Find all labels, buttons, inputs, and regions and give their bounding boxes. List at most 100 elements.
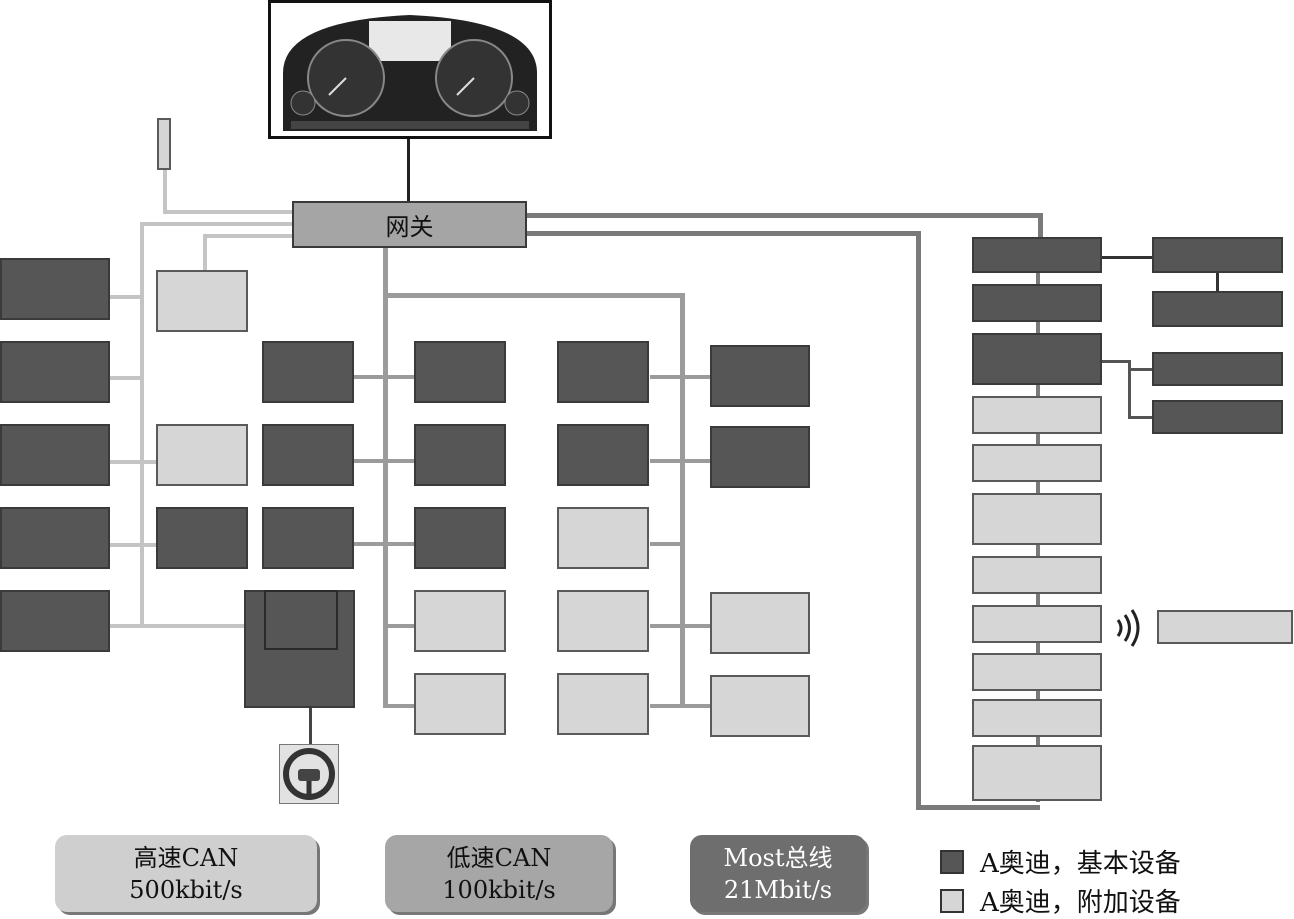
high-speed-can-line	[110, 376, 142, 380]
legend-swatch-standard	[940, 849, 964, 874]
most-device-optional	[972, 699, 1102, 737]
most-device-optional	[972, 396, 1102, 434]
most-device-standard	[972, 237, 1102, 273]
legend-low-speed-can: 低速CAN 100kbit/s	[385, 835, 613, 912]
ecu-optional	[557, 673, 649, 735]
gateway-box: 网关	[292, 201, 527, 248]
ecu-standard	[262, 424, 354, 486]
ecu-standard	[710, 345, 810, 407]
ecu-optional	[156, 270, 248, 332]
legend-optional-equipment: A奥迪，附加设备	[940, 882, 1181, 919]
connector-line	[1128, 416, 1154, 419]
most-bus-line	[916, 805, 1040, 810]
high-speed-can-line	[110, 295, 142, 299]
ecu-standard	[262, 507, 354, 569]
low-speed-can-line	[383, 248, 388, 708]
most-bus-line	[527, 213, 1042, 218]
ecu-optional	[557, 590, 649, 652]
low-speed-can-line	[353, 542, 415, 546]
legend-standard-label: A奥迪，基本设备	[980, 849, 1181, 879]
most-bus-line	[527, 231, 920, 236]
sensor-module	[157, 118, 171, 170]
legend-most-bus-name: Most总线	[723, 843, 833, 872]
steering-wheel-icon	[279, 744, 339, 804]
most-device-optional	[972, 493, 1102, 545]
low-speed-can-line	[650, 624, 712, 628]
low-speed-can-line	[385, 624, 415, 628]
ecu-standard	[414, 507, 506, 569]
ecu-standard	[710, 426, 810, 488]
legend-most-bus-rate: 21Mbit/s	[723, 875, 833, 904]
most-device-optional	[972, 745, 1102, 801]
ecu-optional	[557, 507, 649, 569]
legend-optional-label: A奥迪，附加设备	[980, 888, 1181, 918]
most-device-standard	[972, 333, 1102, 385]
most-bus-line	[1038, 213, 1043, 237]
low-speed-can-line	[680, 293, 685, 708]
high-speed-can-line	[203, 234, 207, 272]
cluster-link	[407, 139, 410, 201]
low-speed-can-line	[650, 542, 682, 546]
low-speed-can-line	[385, 704, 415, 708]
most-bus-line	[916, 231, 921, 809]
ecu-optional	[156, 424, 248, 486]
legend-high-speed-can-rate: 500kbit/s	[129, 875, 243, 904]
legend-swatch-optional	[940, 888, 964, 913]
ecu-sub-module	[264, 590, 338, 650]
ecu-standard-large	[244, 590, 355, 708]
legend-standard-equipment: A奥迪，基本设备	[940, 843, 1181, 880]
ecu-standard	[0, 341, 110, 403]
ecu-standard	[0, 590, 110, 652]
legend-most-bus: Most总线 21Mbit/s	[690, 835, 866, 912]
most-device-optional	[972, 653, 1102, 691]
most-device-optional	[972, 556, 1102, 594]
ecu-optional	[710, 675, 810, 737]
ecu-standard	[1152, 400, 1283, 434]
ecu-standard	[557, 424, 649, 486]
connector-line	[309, 708, 312, 746]
ecu-standard	[1152, 291, 1283, 327]
low-speed-can-line	[353, 459, 415, 463]
gateway-label: 网关	[385, 213, 434, 241]
instrument-cluster-icon	[268, 0, 552, 139]
ecu-standard	[557, 341, 649, 403]
ecu-standard	[156, 507, 248, 569]
high-speed-can-line	[203, 234, 293, 238]
ecu-standard	[1152, 237, 1283, 273]
wireless-signal-icon	[1110, 608, 1150, 648]
low-speed-can-line	[353, 375, 415, 379]
connector-line	[1102, 360, 1130, 363]
ecu-standard	[0, 258, 110, 320]
high-speed-can-line	[140, 222, 293, 226]
connector-line	[1128, 360, 1131, 418]
high-speed-can-line	[140, 222, 144, 627]
low-speed-can-line	[650, 375, 712, 379]
ecu-standard	[0, 507, 110, 569]
most-device-optional	[972, 444, 1102, 482]
ecu-optional	[414, 673, 506, 735]
ecu-standard	[1152, 352, 1283, 386]
ecu-standard	[262, 341, 354, 403]
high-speed-can-line	[163, 170, 167, 212]
ecu-optional	[414, 590, 506, 652]
high-speed-can-line	[110, 460, 158, 464]
legend-low-speed-can-rate: 100kbit/s	[442, 875, 556, 904]
ecu-standard	[414, 341, 506, 403]
high-speed-can-line	[110, 543, 158, 547]
connector-line	[1128, 368, 1154, 371]
most-device-standard	[972, 284, 1102, 322]
low-speed-can-line	[383, 293, 683, 298]
high-speed-can-line	[110, 624, 246, 628]
legend-high-speed-can: 高速CAN 500kbit/s	[55, 835, 317, 912]
wireless-device-optional	[1157, 610, 1293, 644]
most-device-optional	[972, 605, 1102, 643]
high-speed-can-line	[163, 210, 293, 214]
low-speed-can-line	[650, 459, 712, 463]
connector-line	[1102, 256, 1154, 259]
ecu-standard	[0, 424, 110, 486]
ecu-optional	[710, 592, 810, 654]
legend-low-speed-can-name: 低速CAN	[446, 843, 552, 872]
connector-line	[1216, 271, 1219, 291]
low-speed-can-line	[650, 704, 712, 708]
legend-high-speed-can-name: 高速CAN	[133, 843, 239, 872]
